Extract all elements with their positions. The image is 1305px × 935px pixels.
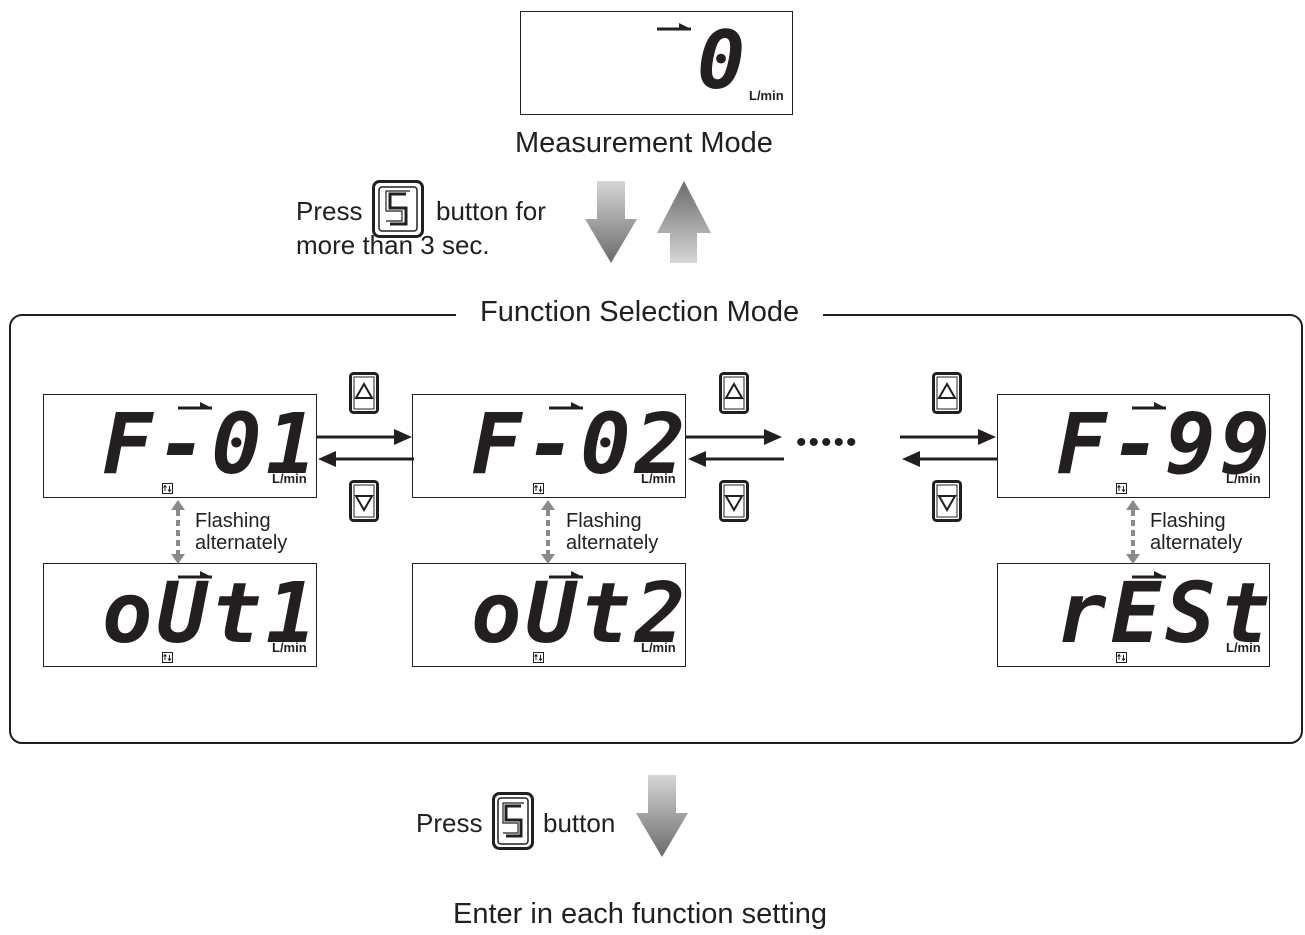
up-button-icon: [932, 372, 962, 414]
indicator-arrow-icon: [549, 571, 583, 579]
unit-label-1: L/min: [272, 471, 307, 486]
flashing-double-arrow-icon: [171, 500, 185, 564]
flashing-note-line2: alternately: [195, 532, 288, 554]
indicator-arrow-icon: [178, 571, 212, 579]
updown-badge-icon: [1116, 483, 1127, 494]
up-button-icon: [349, 372, 379, 414]
press-label-1: Press: [296, 196, 363, 226]
updown-badge-icon: [162, 652, 173, 663]
up-transition-arrow-icon: [657, 181, 711, 263]
down-button-icon: [719, 480, 749, 522]
indicator-arrow-icon: [178, 402, 212, 410]
up-button-icon: [719, 372, 749, 414]
indicator-arrow-icon: [1132, 402, 1166, 410]
function-display-3: F-99 L/min: [997, 394, 1270, 498]
nav-arrows-prev-99: [900, 429, 998, 467]
down-transition-arrow-icon: [585, 181, 637, 263]
measurement-display: 0 L/min: [520, 11, 793, 115]
nav-arrows-2-next: [686, 429, 784, 467]
press-s-label: Press: [416, 808, 483, 838]
updown-badge-icon: [162, 483, 173, 494]
alternate-code-1: oUt1: [102, 564, 321, 662]
flashing-note-line1: Flashing: [195, 510, 271, 532]
alternate-display-3: rESt L/min: [997, 563, 1270, 667]
flashing-note-3: Flashing alternately: [1150, 510, 1242, 554]
alternate-code-3: rESt: [1056, 564, 1275, 662]
footer-caption: Enter in each function setting: [453, 898, 828, 930]
alternate-display-1: oUt1 L/min: [43, 563, 317, 667]
indicator-arrow-icon: [1132, 571, 1166, 579]
function-mode-title: Function Selection Mode: [456, 296, 824, 329]
flashing-note-line2: alternately: [1150, 532, 1243, 554]
press-duration-label: more than 3 sec.: [296, 230, 490, 260]
indicator-arrow-icon: [657, 23, 691, 31]
indicator-arrow-icon: [549, 402, 583, 410]
function-display-2: F-02 L/min: [412, 394, 686, 498]
flashing-note-line2: alternately: [566, 532, 659, 554]
measurement-mode-caption: Measurement Mode: [515, 127, 773, 159]
ellipsis-dots: •••••: [796, 426, 859, 459]
alternate-display-2: oUt2 L/min: [412, 563, 686, 667]
flashing-note-1: Flashing alternately: [195, 510, 287, 554]
s-button-icon: [372, 180, 424, 238]
flashing-note-2: Flashing alternately: [566, 510, 658, 554]
alternate-code-2: oUt2: [471, 564, 690, 662]
measurement-value: 0: [697, 14, 746, 107]
flashing-note-line1: Flashing: [566, 510, 642, 532]
press-s-button-label: button: [543, 808, 616, 838]
unit-label-3: L/min: [1226, 471, 1261, 486]
down-button-icon: [349, 480, 379, 522]
flashing-note-line1: Flashing: [1150, 510, 1226, 532]
unit-label-3b: L/min: [1226, 640, 1261, 655]
function-code-1: F-01: [102, 395, 321, 493]
flashing-double-arrow-icon: [1126, 500, 1140, 564]
unit-label-2b: L/min: [641, 640, 676, 655]
function-code-2: F-02: [471, 395, 690, 493]
measurement-unit: L/min: [749, 88, 784, 103]
updown-badge-icon: [1116, 652, 1127, 663]
down-transition-arrow-icon: [636, 775, 688, 857]
function-display-1: F-01 L/min: [43, 394, 317, 498]
flashing-double-arrow-icon: [541, 500, 555, 564]
updown-badge-icon: [533, 483, 544, 494]
unit-label-2: L/min: [641, 471, 676, 486]
press-label-2: button for: [436, 196, 546, 226]
updown-badge-icon: [533, 652, 544, 663]
down-button-icon: [932, 480, 962, 522]
unit-label-1b: L/min: [272, 640, 307, 655]
function-code-3: F-99: [1056, 395, 1275, 493]
nav-arrows-1-2: [316, 429, 414, 467]
s-button-icon: [492, 792, 534, 850]
